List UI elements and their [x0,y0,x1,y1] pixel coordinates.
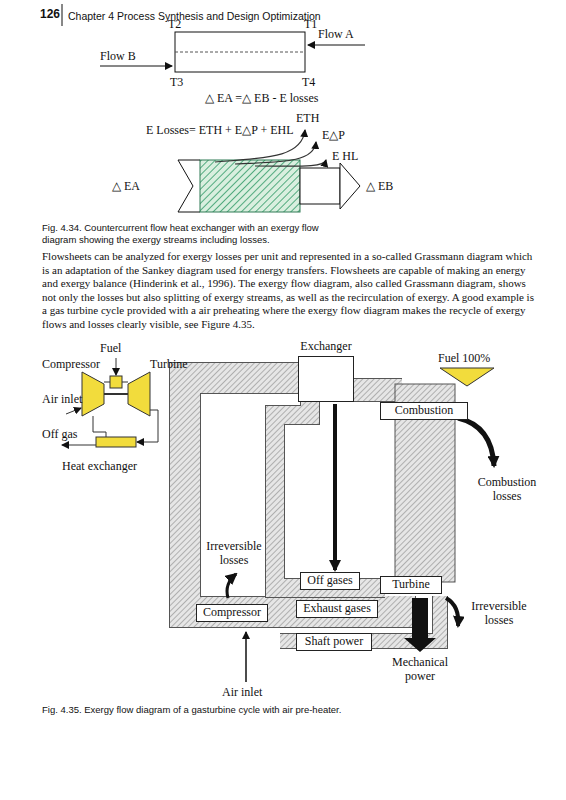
exchanger-unit: Exchanger [298,340,354,402]
part-label: Compressor [42,358,100,372]
process-box: Exhaust gases [296,600,378,618]
figure-caption: Fig. 4.35. Exergy flow diagram of a gast… [42,704,522,716]
page-number: 126 [40,8,60,22]
part-label: Off gas [42,428,77,442]
temperature-label: T2 [168,18,181,32]
exergy-label: △ EA [112,180,140,194]
loss-label: Irreversible losses [464,600,534,628]
flow-label: Air inlet [222,686,262,700]
exergy-label: E△P [322,129,345,143]
node-text: Off gases [307,574,353,588]
flow-label: Flow B [100,50,136,64]
node-text: Compressor [203,606,261,620]
figure-caption: Fig. 4.34. Countercurrent flow heat exch… [42,222,322,247]
temperature-label: T4 [302,76,315,90]
part-label: Air inlet [42,393,82,407]
output-label: Mechanical power [378,656,462,684]
process-box: Combustion [380,402,468,420]
flow-label: Flow A [318,28,354,42]
exergy-label: △ EB [366,180,393,194]
equation: E Losses= ETH + E△P + EHL [146,124,294,138]
exchanger-box [298,356,354,402]
exergy-label: ETH [296,112,319,126]
process-box: Shaft power [296,633,372,651]
part-label: Fuel [100,342,121,356]
node-text: Shaft power [303,635,365,649]
node-text: Exchanger [298,340,354,354]
node-text: Combustion [387,404,461,418]
loss-label: Combustion losses [470,476,544,504]
process-box: Compressor [196,604,268,622]
body-text: Flowsheets can be analyzed for exergy lo… [42,250,534,331]
flow-label: Fuel 100% [438,352,490,366]
part-label: Heat exchanger [62,460,137,474]
equation: △ EA =△ EB - E losses [205,92,318,106]
temperature-label: T1 [304,18,317,32]
running-header: Chapter 4 Process Synthesis and Design O… [68,10,321,22]
loss-label: Irreversible losses [203,540,265,568]
exergy-label: E HL [332,150,358,164]
process-box: Turbine [380,576,442,594]
node-text: Turbine [387,578,435,592]
part-label: Turbine [150,358,188,372]
process-box: Off gases [300,572,360,590]
temperature-label: T3 [170,76,183,90]
node-text: Exhaust gases [303,602,371,616]
